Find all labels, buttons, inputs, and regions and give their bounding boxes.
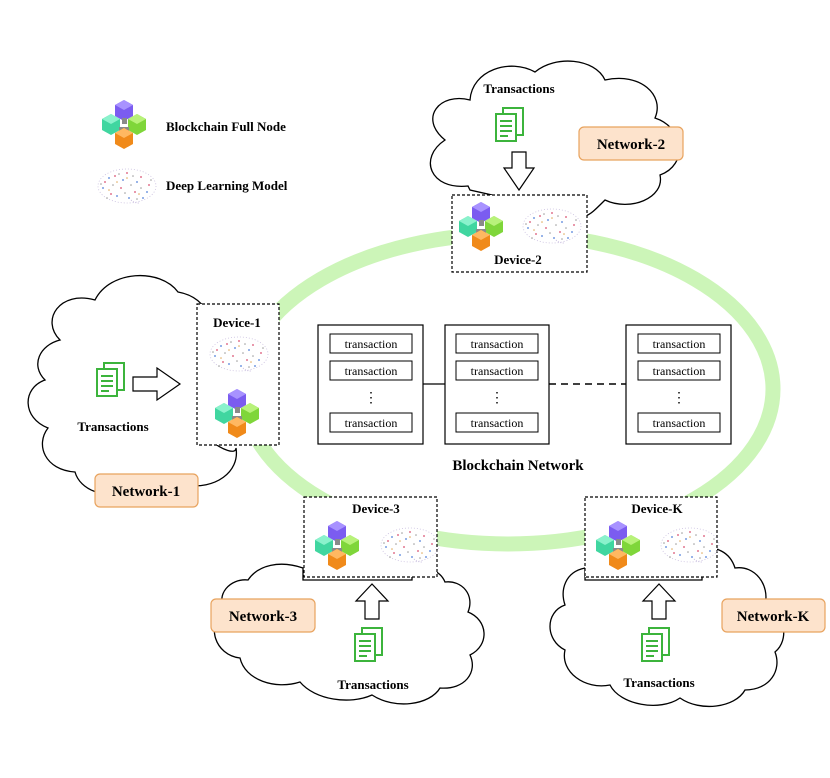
device-3-label: Device-3: [352, 501, 400, 516]
device-k-label: Device-K: [631, 501, 683, 516]
transactions-label-network-k: Transactions: [623, 675, 694, 690]
network-k-tag: [721, 598, 826, 633]
block-2-row-3: transaction: [471, 416, 524, 430]
arrow-network-3-to-device-3: [354, 583, 390, 620]
block-k-row-1: transaction: [653, 337, 706, 351]
blockchain-network-label: Blockchain Network: [452, 458, 584, 474]
block-1-ellipsis: ⋮: [364, 391, 378, 406]
network-3-label: Network-3: [229, 609, 297, 625]
legend-full-node-icon: [102, 100, 146, 149]
block-k-row-2: transaction: [653, 364, 706, 378]
legend-dl-model-label: Deep Learning Model: [166, 178, 288, 193]
block-2-row-2: transaction: [471, 364, 524, 378]
block-k-ellipsis: ⋮: [672, 391, 686, 406]
block-2-row-1: transaction: [471, 337, 524, 351]
network-1-tag: [94, 473, 199, 508]
arrow-network-2-to-device-2: [502, 151, 536, 192]
transactions-label-network-1: Transactions: [77, 419, 148, 434]
block-1-row-3: transaction: [345, 416, 398, 430]
cloud-network-2: [429, 60, 680, 217]
block-1-row-2: transaction: [345, 364, 398, 378]
device-2-label: Device-2: [494, 252, 542, 267]
network-k-label: Network-K: [737, 609, 810, 625]
block-2: transaction transaction ⋮ transaction: [444, 324, 550, 445]
block-1-row-1: transaction: [345, 337, 398, 351]
arrow-network-k-to-device-k: [641, 583, 677, 620]
network-2-label: Network-2: [597, 137, 665, 153]
network-2-tag: [578, 126, 684, 161]
block-k-row-3: transaction: [653, 416, 706, 430]
legend-brain-icon: [97, 168, 157, 204]
arrow-network-1-to-device-1: [132, 366, 182, 402]
transactions-label-network-2: Transactions: [483, 81, 554, 96]
block-k: transaction transaction ⋮ transaction: [625, 324, 732, 445]
block-2-ellipsis: ⋮: [490, 391, 504, 406]
legend-full-node-label: Blockchain Full Node: [166, 119, 286, 134]
network-1-label: Network-1: [112, 484, 180, 500]
device-1-label: Device-1: [213, 315, 261, 330]
transactions-label-network-3: Transactions: [337, 677, 408, 692]
block-1: transaction transaction ⋮ transaction: [317, 324, 424, 445]
network-3-tag: [210, 598, 316, 633]
